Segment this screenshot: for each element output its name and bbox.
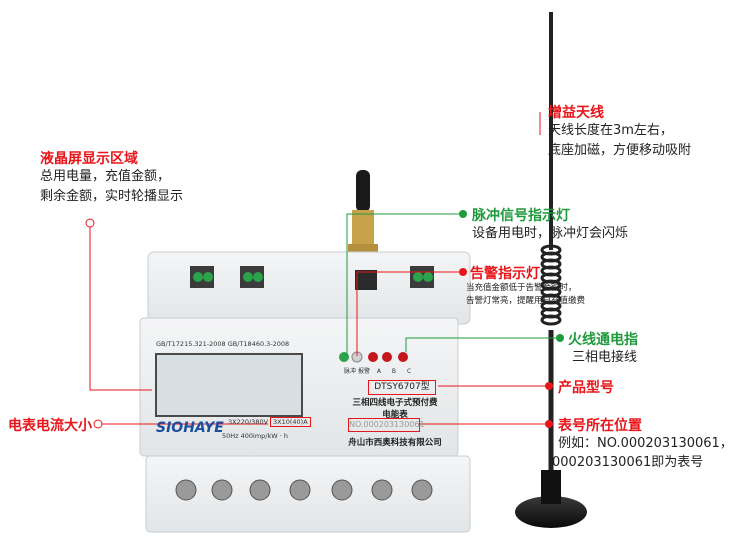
indicator-label-a: A <box>376 368 381 375</box>
number-annotation-line2: 000203130061即为表号 <box>552 455 704 470</box>
indicator-label-b: B <box>391 368 397 375</box>
alarm-annotation-title: 告警指示灯 <box>470 266 540 282</box>
live-annotation-line1: 三相电接线 <box>572 350 638 365</box>
meter-name-line1: 三相四线电子式预付费 <box>352 398 438 408</box>
standards-label: GB/T17215.321-2008 GB/T18460.3-2008 <box>156 340 290 348</box>
current-annotation-title: 电表电流大小 <box>8 418 92 434</box>
alarm-annotation-line1: 当充值金额低于告警金额时， <box>466 283 577 293</box>
pulse-annotation-title: 脉冲信号指示灯 <box>472 208 570 224</box>
meter-name-line2: 电能表 <box>382 410 408 420</box>
lcd-screen <box>155 353 303 417</box>
gain-antenna <box>515 12 587 528</box>
model-box: DTSY6707型 <box>368 380 436 395</box>
lcd-annotation-line2: 剩余金额，实时轮播显示 <box>40 189 184 204</box>
model-annotation-title: 产品型号 <box>558 380 614 396</box>
antenna-annotation-line1: 天线长度在3m左右， <box>548 123 673 138</box>
lcd-annotation-title: 液晶屏显示区域 <box>40 151 138 167</box>
meter-number: NO.000203130061 <box>348 418 425 432</box>
brand-logo: SIOHAYE <box>156 420 224 436</box>
indicator-lights <box>339 351 408 363</box>
pulse-annotation-line1: 设备用电时，脉冲灯会闪烁 <box>472 226 629 241</box>
top-terminals <box>190 266 434 290</box>
number-annotation-title: 表号所在位置 <box>558 418 642 434</box>
indicator-label-alarm: 报警 <box>357 368 370 375</box>
annotation-lines <box>85 112 564 429</box>
antenna-annotation-title: 增益天线 <box>548 105 604 121</box>
lcd-annotation-line1: 总用电量，充值金额， <box>40 169 171 184</box>
antenna-coil <box>540 244 562 326</box>
meter-illustration <box>85 12 587 533</box>
antenna-annotation-line2: 底座加磁，方便移动吸附 <box>548 143 692 158</box>
freq-const: 50Hz 400imp/kW · h <box>222 432 289 440</box>
indicator-labels: 脉冲 报警 A B C <box>344 366 411 375</box>
indicator-label-pulse: 脉冲 <box>344 368 357 375</box>
live-annotation-title: 火线通电指 <box>568 332 638 348</box>
rating-current: 3X10(40)A <box>270 417 311 427</box>
maker-label: 舟山市西奥科技有限公司 <box>348 438 442 448</box>
indicator-label-c: C <box>406 368 412 375</box>
alarm-annotation-line2: 告警灯常亮，提醒用户充值缴费 <box>466 296 586 306</box>
number-annotation-line1: 例如：NO.000203130061， <box>558 436 733 451</box>
rating-voltage: 3X220/380V <box>228 418 269 426</box>
bottom-terminals <box>175 479 433 501</box>
